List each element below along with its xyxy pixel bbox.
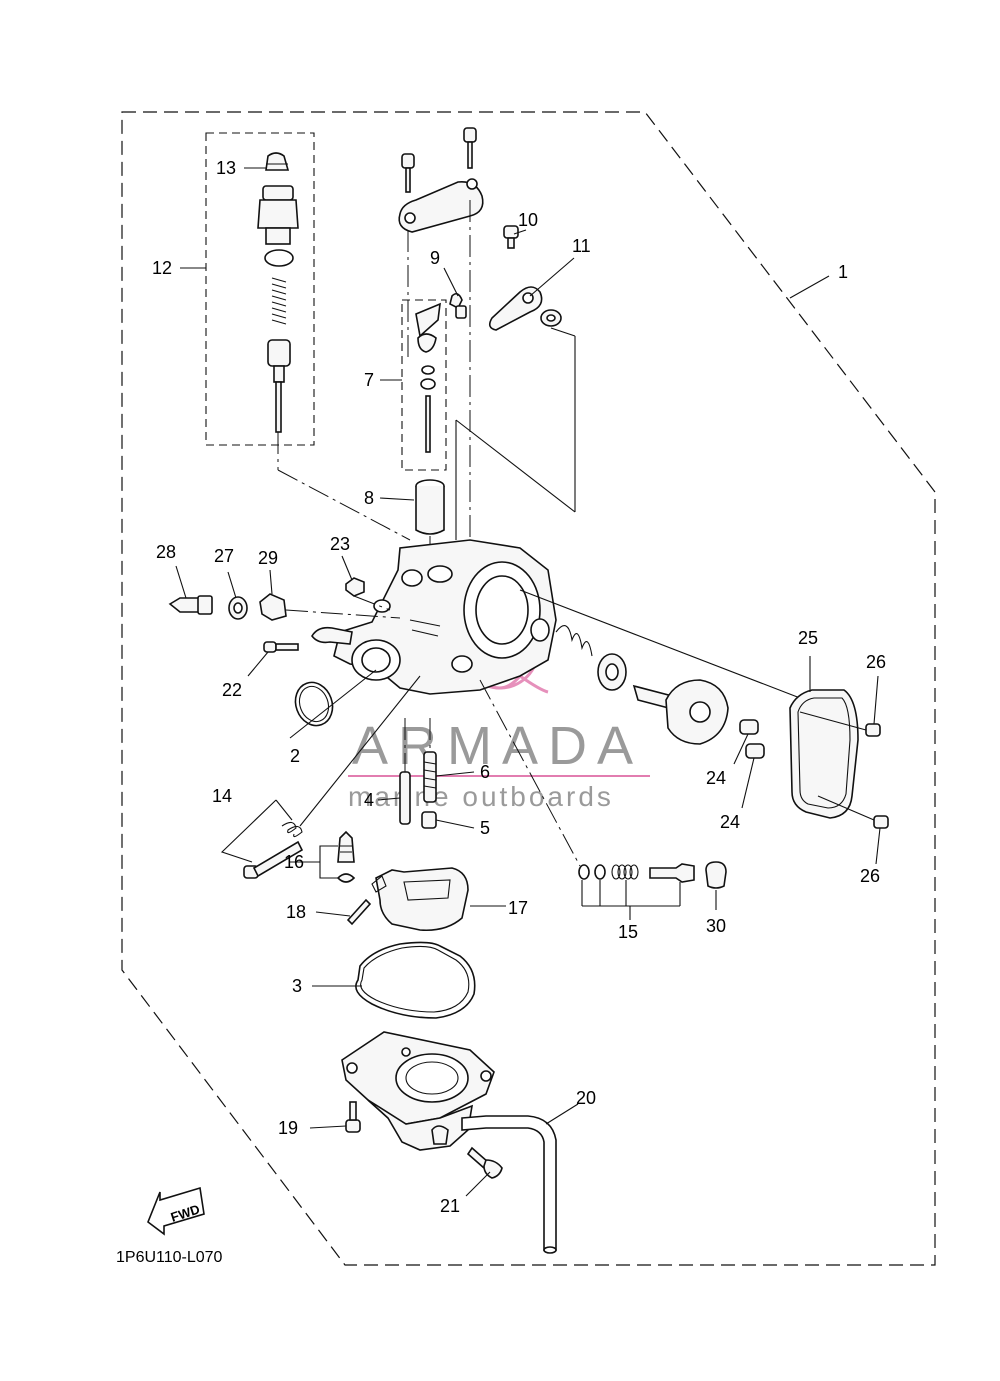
part-29-plug bbox=[259, 593, 401, 621]
callout-7: 7 bbox=[364, 370, 374, 390]
callout-2: 2 bbox=[290, 746, 300, 766]
callout-labels: 1 2 3 4 5 6 7 8 9 10 11 12 13 14 15 16 1… bbox=[152, 158, 886, 1216]
part-11-lever bbox=[455, 286, 576, 540]
part-10-screw bbox=[503, 225, 519, 249]
callout-24-b: 24 bbox=[720, 812, 740, 832]
part-27-washer bbox=[228, 596, 248, 620]
leader-lines bbox=[175, 167, 881, 1197]
callout-27: 27 bbox=[214, 546, 234, 566]
callout-17: 17 bbox=[508, 898, 528, 918]
callout-16: 16 bbox=[284, 852, 304, 872]
part-8-slide bbox=[415, 479, 445, 560]
part-15-screw-set bbox=[479, 679, 695, 907]
assembly-boundary bbox=[121, 111, 936, 1266]
part-28-valve bbox=[168, 595, 213, 615]
watermark: ARMADA marine outboards bbox=[348, 604, 650, 812]
watermark-tagline: marine outboards bbox=[348, 781, 614, 812]
callout-23: 23 bbox=[330, 534, 350, 554]
callout-22: 22 bbox=[222, 680, 242, 700]
callout-13: 13 bbox=[216, 158, 236, 178]
callout-6: 6 bbox=[480, 762, 490, 782]
callout-4: 4 bbox=[364, 790, 374, 810]
callout-30: 30 bbox=[706, 916, 726, 936]
part-18-pin bbox=[346, 898, 372, 926]
part-13-cap bbox=[265, 152, 290, 171]
subassembly-box-7 bbox=[401, 299, 447, 471]
part-26-screws bbox=[799, 711, 889, 829]
callout-20: 20 bbox=[576, 1088, 596, 1108]
part-2-oring bbox=[294, 681, 334, 727]
callout-24-a: 24 bbox=[706, 768, 726, 788]
watermark-brand: ARMADA bbox=[352, 716, 643, 776]
fwd-arrow-icon: FWD bbox=[147, 1186, 205, 1236]
callout-15: 15 bbox=[618, 922, 638, 942]
part-19-screw bbox=[345, 1101, 361, 1133]
part-21-drain-screw bbox=[466, 1146, 503, 1179]
callout-11: 11 bbox=[572, 236, 591, 256]
part-22-screw bbox=[263, 641, 299, 653]
part-17-float bbox=[371, 867, 469, 932]
callout-18: 18 bbox=[286, 902, 306, 922]
callout-21: 21 bbox=[440, 1196, 460, 1216]
part-30-cap bbox=[705, 861, 727, 889]
callout-26-b: 26 bbox=[860, 866, 880, 886]
part-throttle-group bbox=[519, 589, 801, 759]
part-12-enrichener bbox=[257, 185, 299, 433]
part-top-cover bbox=[398, 127, 484, 540]
part-5-jet bbox=[421, 811, 437, 829]
part-3-gasket bbox=[355, 941, 476, 1019]
callout-28: 28 bbox=[156, 542, 176, 562]
part-16-needle-valve bbox=[336, 830, 356, 883]
part-6-jet bbox=[423, 718, 437, 803]
subassembly-box-12 bbox=[205, 132, 315, 446]
callout-9: 9 bbox=[430, 248, 440, 268]
part-23-nut bbox=[345, 577, 391, 611]
part-7-needle bbox=[415, 302, 441, 453]
callout-5: 5 bbox=[480, 818, 490, 838]
callout-25: 25 bbox=[798, 628, 818, 648]
part-14-screw-spring bbox=[243, 675, 421, 879]
callout-29: 29 bbox=[258, 548, 278, 568]
part-9-clip bbox=[449, 292, 467, 319]
part-20-hose bbox=[461, 1115, 557, 1254]
callout-8: 8 bbox=[364, 488, 374, 508]
callout-12: 12 bbox=[152, 258, 172, 278]
part-float-bowl bbox=[341, 1031, 495, 1151]
carburetor-body bbox=[311, 539, 557, 695]
callout-1: 1 bbox=[838, 262, 848, 282]
callout-19: 19 bbox=[278, 1118, 298, 1138]
drawing-code: 1P6U110-L070 bbox=[116, 1249, 223, 1266]
callout-3: 3 bbox=[292, 976, 302, 996]
part-25-cover bbox=[789, 689, 859, 819]
callout-10: 10 bbox=[518, 210, 538, 230]
callout-26-a: 26 bbox=[866, 652, 886, 672]
callout-14: 14 bbox=[212, 786, 232, 806]
